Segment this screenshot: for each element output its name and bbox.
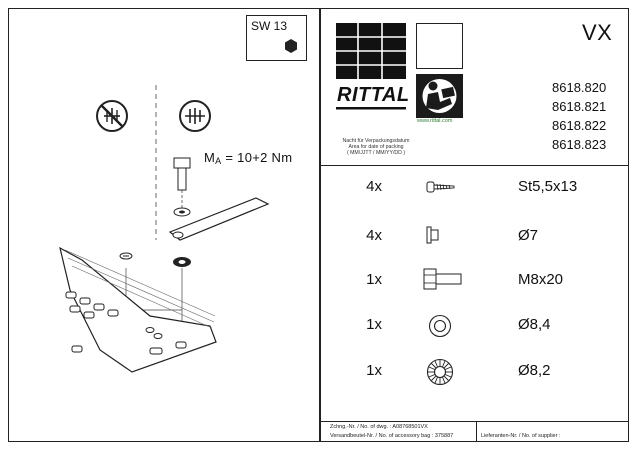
packing-note-line: ( MM/JJTT / MM/YY/DD ) [346, 150, 406, 157]
torque-symbol: M [204, 150, 216, 165]
part-qty: 1x [366, 316, 382, 333]
screw-icon [426, 181, 455, 193]
document-frame [8, 8, 629, 442]
hex-bolt-icon [423, 268, 462, 290]
brand-name: RITTAL [337, 84, 410, 106]
part-number: 8618.820 [552, 80, 607, 95]
ground-symbol-icon [179, 100, 211, 132]
read-manual-icon [416, 74, 463, 118]
packing-note-line: Area for date of packing [348, 144, 404, 151]
drawing-number: Zchng.-Nr. / No. of dwg. : A08768501VX [330, 424, 428, 430]
blank-label-box [416, 23, 463, 69]
series-title: VX [582, 20, 613, 45]
part-number: 8618.823 [552, 137, 607, 152]
wrench-size-label: SW 13 [251, 19, 288, 33]
part-qty: 1x [366, 362, 382, 379]
part-spec: Ø7 [518, 227, 539, 244]
part-spec: Ø8,2 [518, 362, 551, 379]
rittal-logo-graphic [336, 23, 406, 110]
part-spec: Ø8,4 [518, 316, 551, 333]
rittal-url: www.rittal.com [417, 118, 453, 124]
center-divider [319, 8, 321, 442]
part-qty: 4x [366, 178, 382, 195]
accessory-bag-number: Versandbeutel-Nr. / No. of accessory bag… [330, 433, 454, 439]
part-number: 8618.822 [552, 118, 607, 133]
serrated-washer-icon [426, 358, 454, 386]
wrench-size-box: SW 13 [246, 15, 307, 61]
assembly-drawing [59, 85, 270, 373]
washer-icon [428, 314, 452, 338]
parts-top-divider [319, 165, 629, 167]
torque-symbol-sub: A [215, 156, 222, 166]
torque-spec: MA = 10+2 Nm [204, 150, 292, 166]
packing-date-note: Nacht für Verpackungsdatum Area for date… [336, 138, 416, 157]
no-ground-symbol-icon [96, 100, 128, 132]
part-spec: M8x20 [518, 271, 564, 288]
footer-divider [319, 421, 629, 423]
part-qty: 4x [366, 227, 382, 244]
footer-divider-v [476, 421, 478, 442]
part-qty: 1x [366, 271, 382, 288]
part-number: 8618.821 [552, 99, 607, 114]
clip-nut-icon [426, 226, 439, 244]
torque-value: = 10+2 Nm [221, 150, 293, 165]
part-spec: St5,5x13 [518, 178, 578, 195]
packing-note-line: Nacht für Verpackungsdatum [342, 138, 410, 144]
supplier-number: Lieferanten-Nr. / No. of supplier : [481, 433, 561, 439]
bolt-drawing [173, 157, 191, 208]
hex-nut-icon [285, 39, 297, 53]
